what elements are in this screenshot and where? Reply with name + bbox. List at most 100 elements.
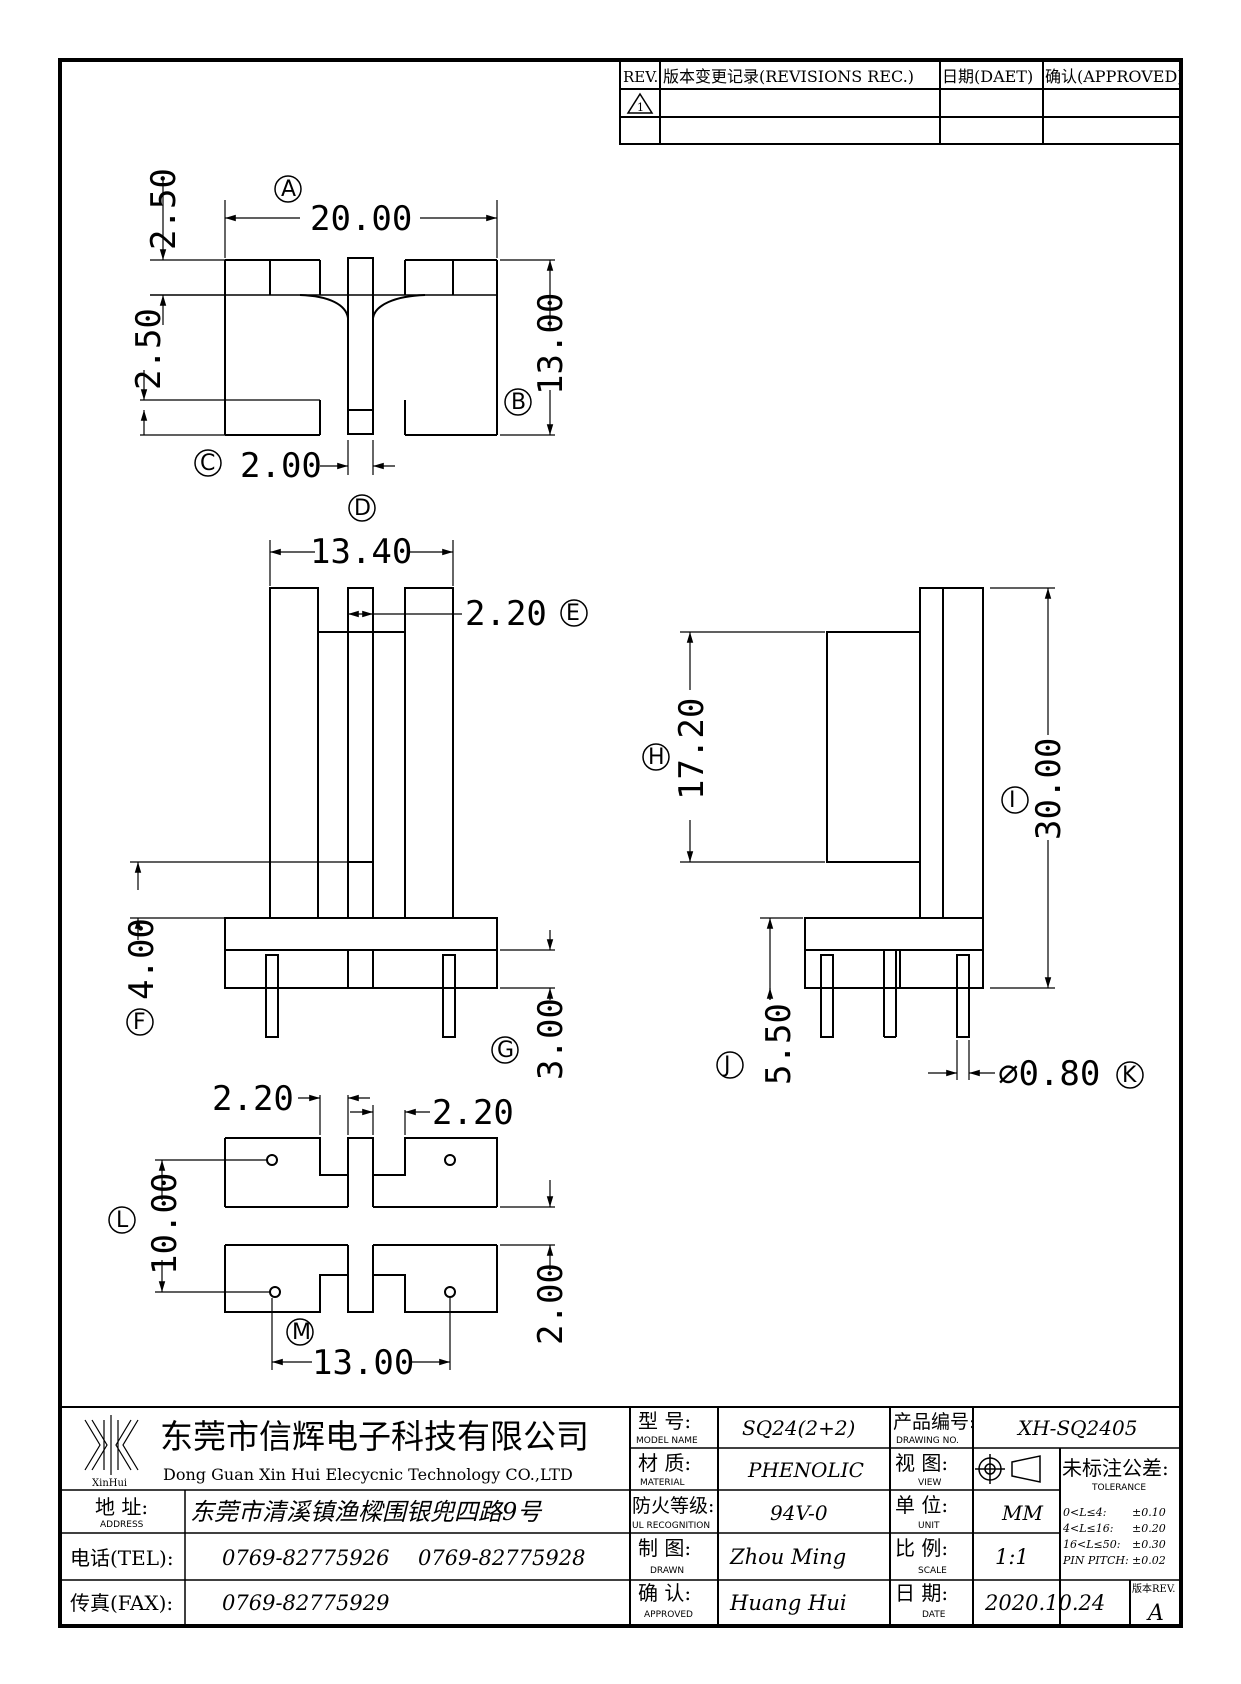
dim-I-circle: I bbox=[1009, 788, 1016, 813]
view-label-en: VIEW bbox=[918, 1478, 941, 1488]
dim-B-marker-icon bbox=[504, 388, 532, 416]
fax-value: 0769-82775929 bbox=[222, 1591, 389, 1615]
revision-approved-header: 确认(APPROVED) bbox=[1045, 67, 1184, 86]
dim-G-marker-icon bbox=[491, 1036, 519, 1064]
dim-G-value: 3.00 bbox=[531, 998, 571, 1080]
tolerance-value: ±0.30 bbox=[1132, 1538, 1166, 1551]
ul-label-en: UL RECOGNITION bbox=[632, 1521, 710, 1531]
dim-K-marker-icon bbox=[1116, 1061, 1144, 1089]
scale-label-cn: 比 例: bbox=[895, 1536, 948, 1560]
dim-L-marker-icon bbox=[108, 1206, 136, 1234]
dim-I-marker-icon bbox=[1001, 786, 1029, 814]
date-label-cn: 日 期: bbox=[895, 1581, 948, 1605]
dim-F-marker-icon bbox=[126, 1008, 154, 1036]
unit-label-cn: 单 位: bbox=[895, 1493, 948, 1517]
company-name-en: Dong Guan Xin Hui Elecycnic Technology C… bbox=[163, 1465, 573, 1484]
drawn-label-cn: 制 图: bbox=[638, 1536, 691, 1560]
dim-top-lower-value: 2.50 bbox=[129, 308, 169, 390]
tolerance-range: 16<L≤50: bbox=[1063, 1538, 1120, 1551]
ul-value: 94V-0 bbox=[770, 1501, 828, 1525]
approved-label-cn: 确 认: bbox=[638, 1581, 691, 1605]
logo-text: XinHui bbox=[92, 1478, 127, 1489]
dim-K-value: ⌀0.80 bbox=[998, 1054, 1100, 1094]
dim-J-value: 5.50 bbox=[759, 1003, 799, 1085]
model-value: SQ24(2+2) bbox=[742, 1416, 855, 1440]
side-view bbox=[804, 587, 984, 1038]
dim-L-value: 10.00 bbox=[145, 1173, 185, 1275]
dim-B-circle: B bbox=[511, 390, 526, 415]
date-value: 2020.10.24 bbox=[984, 1591, 1105, 1615]
bottom-view bbox=[224, 1137, 498, 1313]
material-value: PHENOLIC bbox=[747, 1458, 864, 1482]
dim-J-circle: J bbox=[722, 1053, 731, 1078]
revision-table: REV. 版本变更记录(REVISIONS REC.) 日期(DAET) 确认(… bbox=[619, 60, 1184, 145]
tolerance-range: 4<L≤16: bbox=[1062, 1522, 1113, 1535]
dim-H-circle: H bbox=[648, 745, 665, 770]
drawing-no-label-en: DRAWING NO. bbox=[896, 1436, 959, 1446]
dim-E-marker-icon bbox=[560, 599, 588, 627]
top-view-dimensions bbox=[140, 180, 555, 475]
bottom-view-dimensions bbox=[155, 1094, 555, 1370]
tolerance-title-cn: 未标注公差: bbox=[1062, 1456, 1169, 1480]
front-view bbox=[224, 587, 498, 1038]
model-label-cn: 型 号: bbox=[638, 1409, 691, 1433]
fax-label: 传真(FAX): bbox=[70, 1591, 173, 1615]
address-label-cn: 地 址: bbox=[95, 1495, 148, 1519]
revision-record-header: 版本变更记录(REVISIONS REC.) bbox=[663, 67, 914, 86]
tolerance-list: 0<L≤4: ±0.10 4<L≤16: ±0.20 16<L≤50: ±0.3… bbox=[1062, 1506, 1166, 1567]
tolerance-range: PIN PITCH: bbox=[1062, 1554, 1129, 1567]
tolerance-title-en: TOLERANCE bbox=[1091, 1483, 1146, 1493]
scale-label-en: SCALE bbox=[918, 1566, 947, 1576]
top-view bbox=[150, 257, 498, 436]
material-label-cn: 材 质: bbox=[638, 1451, 691, 1475]
front-view-dimensions bbox=[130, 540, 555, 1000]
dim-F-value: 4.00 bbox=[122, 918, 162, 1000]
dim-bottom-right-slot-value: 2.20 bbox=[432, 1093, 514, 1133]
dim-C-circle: C bbox=[200, 451, 215, 476]
ul-label-cn: 防火等级: bbox=[632, 1495, 714, 1517]
tolerance-value: ±0.02 bbox=[1132, 1554, 1166, 1567]
dim-bottom-left-slot-value: 2.20 bbox=[212, 1079, 294, 1119]
projection-symbol-icon bbox=[975, 1454, 1041, 1484]
dim-L-circle: L bbox=[116, 1208, 129, 1233]
dim-M-marker-icon bbox=[286, 1318, 314, 1346]
approved-value: Huang Hui bbox=[729, 1591, 847, 1615]
date-label-en: DATE bbox=[922, 1610, 946, 1620]
dim-A-value: 20.00 bbox=[310, 199, 412, 239]
dim-I-value: 30.00 bbox=[1029, 738, 1069, 840]
scale-value: 1:1 bbox=[995, 1545, 1029, 1569]
tolerance-range: 0<L≤4: bbox=[1063, 1506, 1106, 1519]
dim-A-circle: A bbox=[281, 177, 296, 202]
dim-D-circle: D bbox=[354, 496, 371, 521]
address-label-en: ADDRESS bbox=[100, 1520, 144, 1530]
revision-date-header: 日期(DAET) bbox=[942, 67, 1033, 86]
unit-label-en: UNIT bbox=[918, 1521, 940, 1531]
company-name-cn: 东莞市信辉电子科技有限公司 bbox=[160, 1417, 589, 1456]
dim-E-value: 2.20 bbox=[465, 594, 547, 634]
dim-H-value: 17.20 bbox=[672, 698, 712, 800]
title-block bbox=[60, 1406, 1181, 1626]
dim-K-circle: K bbox=[1122, 1063, 1137, 1088]
drawing-no-label-cn: 产品编号: bbox=[893, 1411, 975, 1433]
dim-D-value: 13.40 bbox=[310, 532, 412, 572]
unit-value: MM bbox=[1001, 1501, 1043, 1525]
approved-label-en: APPROVED bbox=[644, 1610, 693, 1620]
dim-D-marker-icon bbox=[348, 494, 376, 522]
dim-M-value: 13.00 bbox=[312, 1343, 414, 1383]
rev-header: REV. bbox=[623, 68, 658, 86]
company-logo-icon bbox=[84, 1415, 139, 1475]
view-label-cn: 视 图: bbox=[895, 1451, 948, 1475]
drawing-no-value: XH-SQ2405 bbox=[1016, 1416, 1137, 1440]
model-label-en: MODEL NAME bbox=[636, 1436, 698, 1446]
side-view-dimensions bbox=[680, 587, 1055, 1080]
dim-B-value: 13.00 bbox=[531, 293, 571, 395]
tel-value-2: 0769-82775928 bbox=[418, 1546, 585, 1570]
tel-value-1: 0769-82775926 bbox=[222, 1546, 389, 1570]
tolerance-value: ±0.20 bbox=[1132, 1522, 1166, 1535]
rev-label: 版本REV. bbox=[1132, 1582, 1175, 1595]
dim-G-circle: G bbox=[497, 1038, 514, 1063]
dim-H-marker-icon bbox=[642, 743, 670, 771]
dim-C-marker-icon bbox=[194, 449, 222, 477]
tolerance-value: ±0.10 bbox=[1132, 1506, 1166, 1519]
